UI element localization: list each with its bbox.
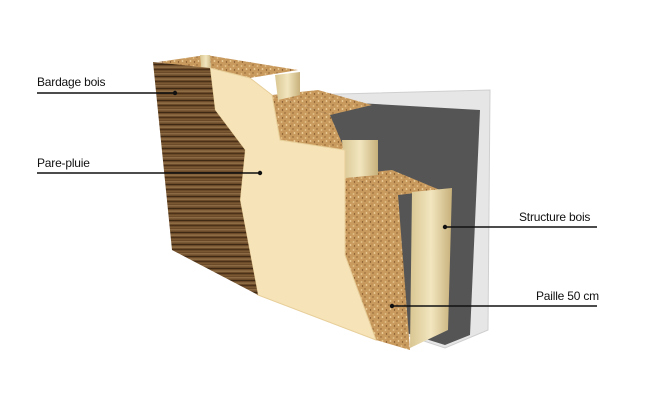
label-paille: Paille 50 cm xyxy=(536,289,599,303)
label-pare-pluie: Pare-pluie xyxy=(37,156,90,170)
straw-block-1 xyxy=(272,95,345,150)
dot-pare-pluie xyxy=(257,170,263,176)
straw-top-3 xyxy=(345,170,440,195)
dot-structure xyxy=(442,224,448,230)
post-4 xyxy=(410,188,452,348)
pare-pluie-membrane xyxy=(209,67,377,341)
post-2 xyxy=(275,72,300,100)
bardage-cladding xyxy=(153,62,258,295)
label-structure-bois: Structure bois xyxy=(519,210,591,224)
straw-top-1 xyxy=(158,55,298,78)
straw-top-2 xyxy=(272,90,372,115)
label-bardage-bois: Bardage bois xyxy=(37,75,106,89)
post-3 xyxy=(342,140,378,178)
dot-paille xyxy=(389,303,395,309)
dot-bardage xyxy=(172,90,178,96)
